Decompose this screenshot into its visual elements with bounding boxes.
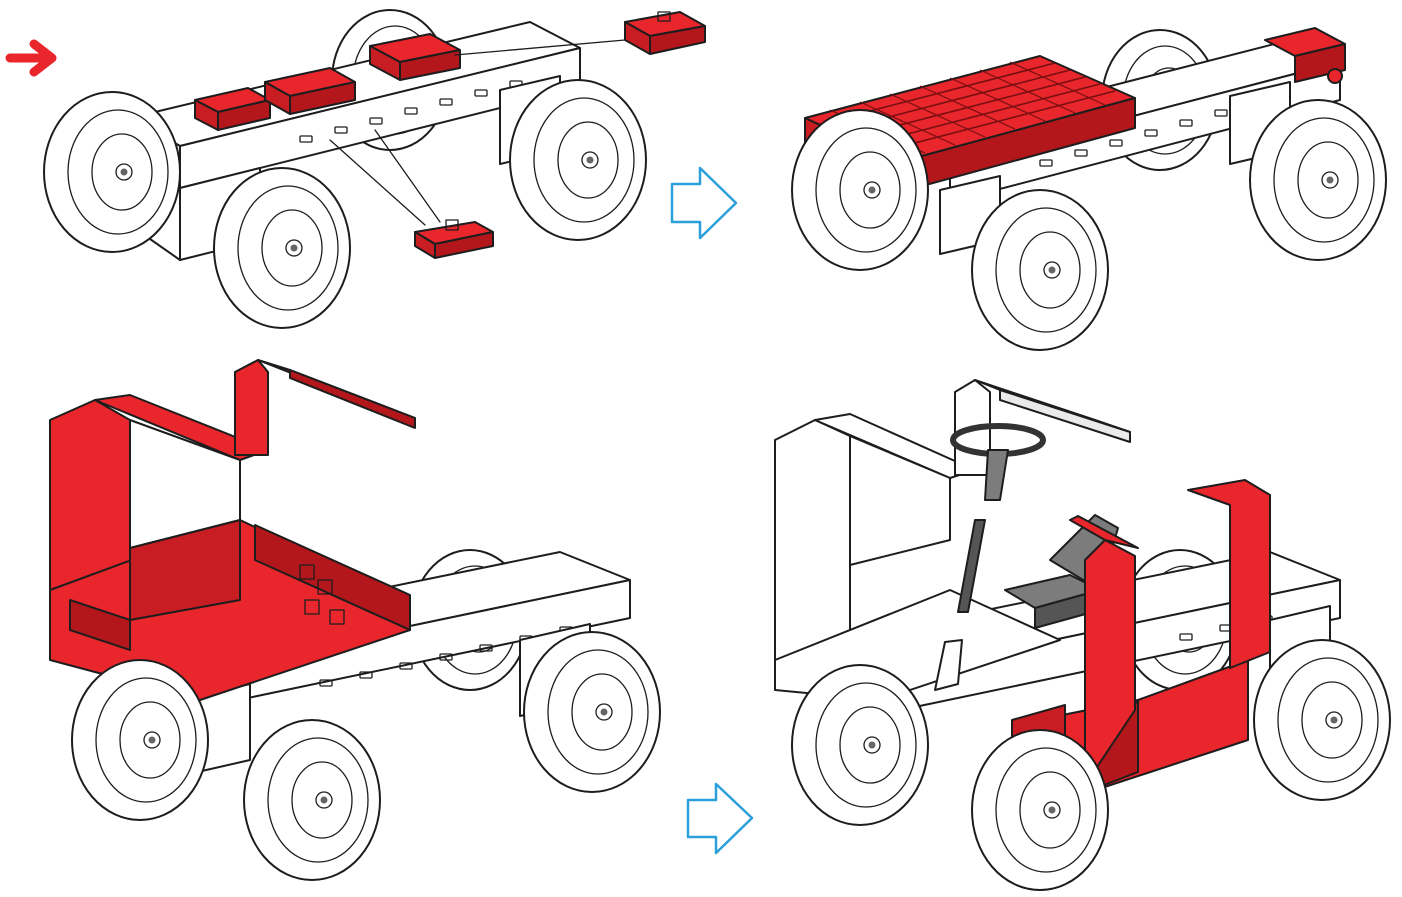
step-2-illustration (791, 27, 1387, 351)
step-3-wheel-right-front (523, 631, 661, 793)
next-step-arrow-2-icon (686, 782, 754, 855)
red-roof-bar (234, 359, 416, 456)
next-step-arrow-1-icon (670, 166, 738, 240)
step-4-wheel-left-front (971, 729, 1109, 891)
red-cab-frame (49, 394, 411, 701)
step-2-wheel-left-rear (791, 109, 929, 271)
step-3-wheel-left-rear (71, 659, 209, 821)
step-4-wheel-left-rear (791, 664, 929, 826)
step-3-wheel-left-front (243, 719, 381, 881)
red-front-block (1264, 27, 1346, 84)
step-1-illustration (43, 9, 706, 329)
step-4-illustration (774, 379, 1391, 891)
red-blocks-on-frame (194, 33, 461, 131)
step-4-wheel-right-front (1253, 639, 1391, 801)
step-3-illustration (49, 359, 661, 881)
red-start-arrow-icon (5, 39, 57, 77)
step-2-wheel-left-front (971, 189, 1109, 351)
step-1-wheel-left-rear (43, 91, 181, 253)
red-loose-part-bottom (329, 129, 494, 259)
step-1-wheel-left-front (213, 167, 351, 329)
step-1-wheel-right-front (509, 79, 647, 241)
gray-steering-column (950, 423, 1046, 613)
step-2-wheel-right-front (1249, 99, 1387, 261)
red-loose-part-top (454, 11, 706, 56)
